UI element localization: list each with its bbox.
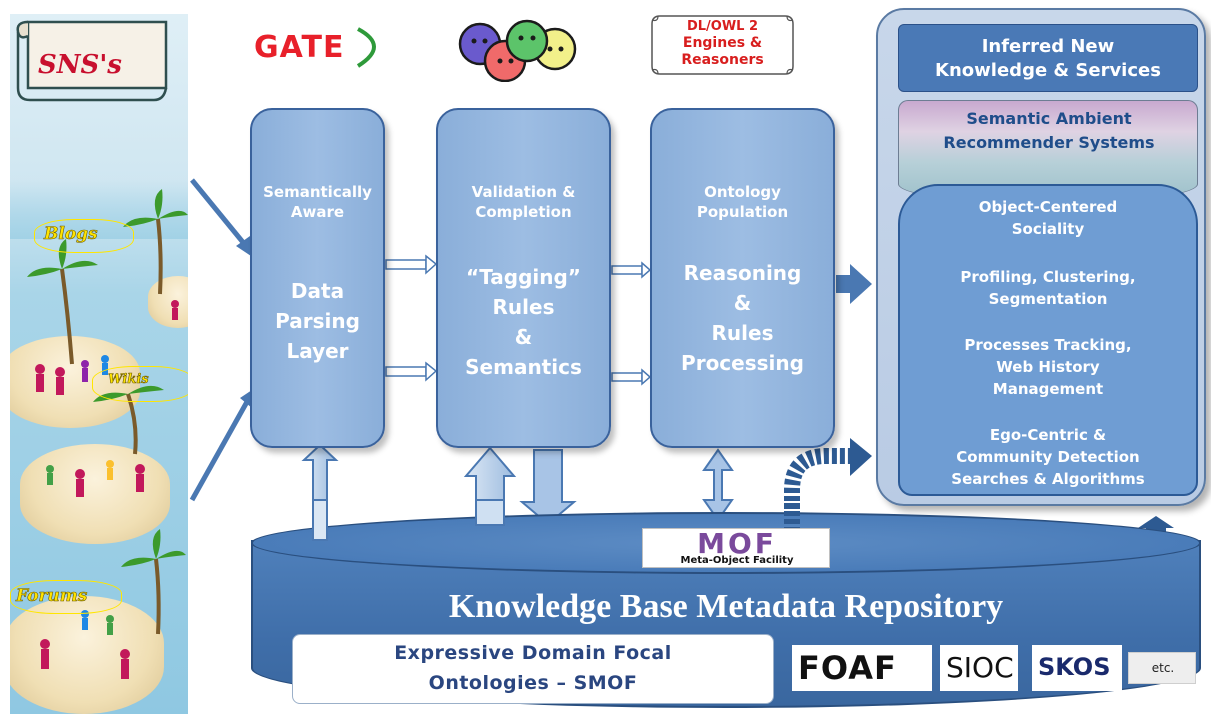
layer-subtitle-line: Ontology [704,183,781,201]
service-line: Searches & Algorithms [951,470,1145,488]
gate-logo-swoosh-icon [356,27,376,68]
layer-title: “Tagging” Rules & Semantics [438,262,609,382]
layer-title: Data Parsing Layer [252,276,383,366]
service-line: Segmentation [988,290,1108,308]
tagging-rules-layer: Validation & Completion “Tagging” Rules … [436,108,611,448]
semantic-line: Semantic Ambient [966,109,1132,128]
layer-title: Reasoning & Rules Processing [652,258,833,378]
semantic-line: Recommender Systems [943,133,1155,152]
inferred-knowledge-box: Inferred New Knowledge & Services [898,24,1198,92]
cloud-outline [92,366,188,402]
skos-logo: SKOS [1032,645,1122,691]
service-line: Ego-Centric & [989,426,1107,444]
layer-title-line: Data [290,279,345,303]
service-item: Processes Tracking, Web History Manageme… [900,334,1196,400]
kb-title: Knowledge Base Metadata Repository [448,588,1004,625]
sioc-logo: SIOC [940,645,1018,691]
data-parsing-layer: Semantically Aware Data Parsing Layer [250,108,385,448]
cloud-outline [10,580,122,614]
reasoning-layer: Ontology Population Reasoning & Rules Pr… [650,108,835,448]
layer-subtitle: Semantically Aware [252,182,383,222]
gate-logo: GATE [250,26,382,68]
forums-label: Forums [16,586,88,607]
layer-title-line: Reasoning [683,261,802,285]
service-line: Sociality [1011,220,1085,238]
layer-subtitle-line: Completion [475,203,572,221]
layer-subtitle-line: Validation & [471,183,576,201]
service-item: Ego-Centric & Community Detection Search… [900,424,1196,490]
sociality-services-box: Object-Centered Sociality Profiling, Clu… [898,184,1198,496]
layer-title-line: “Tagging” [466,265,581,289]
etc-text: etc. [1151,661,1175,675]
dl-owl-line: DL/OWL 2 [686,19,759,34]
service-line: Processes Tracking, [964,336,1132,354]
cloud-outline [34,219,134,253]
service-item: Object-Centered Sociality [900,196,1196,240]
dl-owl-line: Reasoners [681,52,764,68]
domain-line: Expressive Domain Focal [394,642,672,664]
scroll-icon [16,20,168,102]
domain-line: Ontologies – SMOF [428,672,638,694]
mof-logo-text: MOF [697,527,777,560]
gate-logo-text: GATE [254,30,345,65]
layer-subtitle-line: Population [696,203,789,221]
sns-scroll: SNS's [14,16,174,104]
layer-title-line: Parsing [275,309,360,333]
smiley-faces-icon [458,19,577,82]
blogs-label: Blogs [44,224,98,245]
service-line: Web History [996,358,1100,376]
service-line: Community Detection [956,448,1140,466]
service-item: Profiling, Clustering, Segmentation [900,266,1196,310]
island [148,276,188,328]
island [20,444,170,544]
layer-subtitle-line: Semantically [263,183,372,201]
layer-title-line: & [514,325,533,349]
domain-ontologies-box [292,634,774,704]
layer-subtitle: Validation & Completion [438,182,609,222]
foaf-logo: FOAF [792,645,932,691]
domain-ontologies-text: Expressive Domain Focal Ontologies – SMO… [292,638,774,698]
dl-owl-text: DL/OWL 2 Engines & Reasoners [650,18,795,69]
layer-subtitle-line: Aware [290,203,345,221]
sioc-logo-text: SIOC [946,651,1014,684]
layer-subtitle: Ontology Population [652,182,833,222]
etc-box: etc. [1128,652,1196,684]
dl-owl-line: Engines & [682,35,763,51]
layer-title-line: Layer [286,339,349,363]
wikis-label: Wikis [108,372,149,388]
mof-logo: MOF Meta-Object Facility [642,527,830,568]
layer-title-line: & [733,291,752,315]
sns-label: SNS's [38,50,122,80]
skos-logo-text: SKOS [1038,653,1111,681]
dl-owl-badge-frame-icon [651,15,794,75]
foaf-logo-text: FOAF [798,649,897,687]
layer-title-line: Rules [492,295,555,319]
dl-owl-badge: DL/OWL 2 Engines & Reasoners [650,14,795,76]
layer-title-line: Semantics [465,355,582,379]
inferred-line: Knowledge & Services [935,60,1161,81]
service-line: Object-Centered [978,198,1118,216]
layer-title-line: Processing [681,351,804,375]
layer-title-line: Rules [711,321,774,345]
service-line: Profiling, Clustering, [960,268,1136,286]
small-arrows [385,254,652,386]
mof-caption: Meta-Object Facility [680,555,794,566]
inferred-line: Inferred New [981,36,1115,57]
semantic-recommender-text: Semantic Ambient Recommender Systems [899,107,1199,155]
service-line: Management [992,380,1104,398]
sns-illustration-panel: Blogs Wikis Forums [10,14,188,714]
